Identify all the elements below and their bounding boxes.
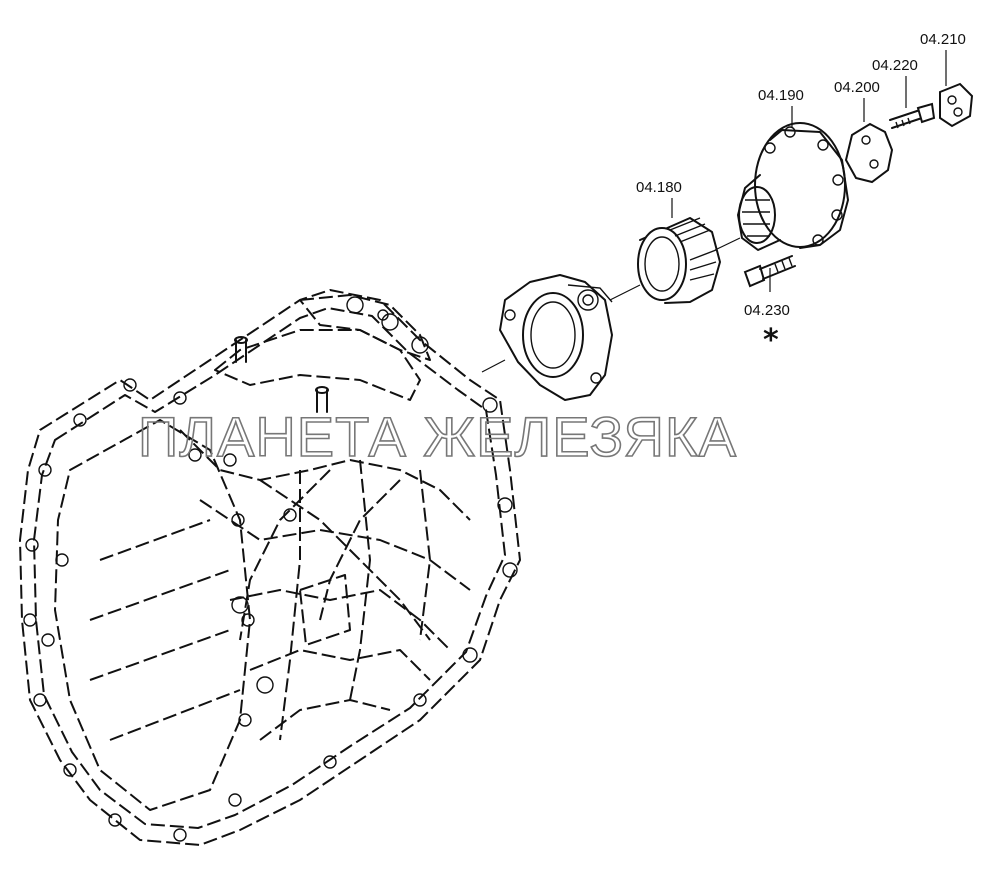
part-04-180-ring [637, 217, 721, 304]
label-04-190: 04.190 [758, 87, 804, 104]
asterisk-marker: * [763, 323, 779, 358]
part-04-200-washer [844, 122, 894, 184]
label-04-180: 04.180 [636, 179, 682, 196]
label-04-210: 04.210 [920, 31, 966, 48]
bearing-cover [499, 274, 613, 401]
transmission-housing [19, 289, 521, 846]
watermark: ПЛАНЕТА ЖЕЛЕЗЯКА [138, 405, 737, 468]
part-04-210-lock-plate [939, 82, 974, 128]
label-04-230: 04.230 [744, 302, 790, 319]
label-04-220: 04.220 [872, 57, 918, 74]
label-04-200: 04.200 [834, 79, 880, 96]
assembly-axis [481, 237, 741, 373]
part-04-220-screw [889, 102, 936, 129]
part-04-230-bolt [743, 255, 796, 288]
part-04-190-flange [737, 122, 849, 251]
leader-lines [671, 50, 947, 292]
